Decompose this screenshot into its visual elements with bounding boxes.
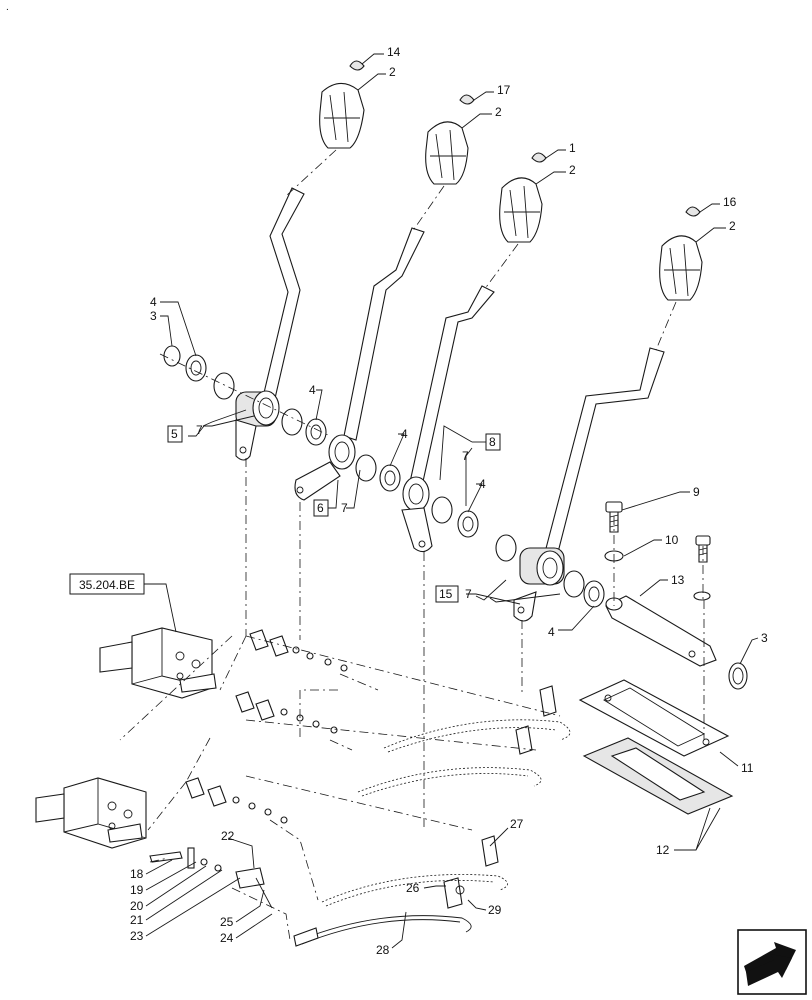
callout-labels: 14 2 17 2 1 2 16 2 4 3 4 4 4 4 3 5 7 6 7… — [130, 45, 768, 957]
callout-2b: 2 — [495, 105, 502, 119]
callout-4a: 4 — [150, 295, 157, 309]
callout-4d: 4 — [479, 477, 486, 491]
callout-12: 12 — [656, 843, 670, 857]
cap-14 — [349, 60, 365, 71]
callout-13: 13 — [671, 573, 685, 587]
fittings-upper — [235, 629, 348, 734]
reference-label: 35.204.BE — [79, 578, 135, 592]
washer-right — [693, 591, 711, 601]
lever-1 — [235, 187, 305, 461]
valve-block-lower — [35, 777, 147, 849]
centre-lines — [119, 149, 705, 941]
callout-25: 25 — [220, 915, 234, 929]
washer-group-lever-2 — [355, 454, 401, 492]
callout-29: 29 — [488, 903, 502, 917]
callout-4b: 4 — [309, 383, 316, 397]
navigation-arrow-icon[interactable] — [737, 929, 807, 995]
callout-2a: 2 — [389, 65, 396, 79]
callout-8: 8 — [489, 435, 496, 449]
callout-11: 11 — [741, 761, 754, 775]
snap-ring-3-right — [728, 662, 748, 690]
callout-5: 5 — [171, 427, 178, 441]
callout-7b: 7 — [341, 501, 348, 515]
callout-15: 15 — [439, 587, 453, 601]
boxed-callouts — [167, 425, 501, 603]
callout-14: 14 — [387, 45, 401, 59]
callout-27: 27 — [510, 817, 524, 831]
cables — [293, 719, 571, 947]
box-8 — [485, 433, 501, 451]
callout-9: 9 — [693, 485, 700, 499]
callout-10: 10 — [665, 533, 679, 547]
washer-group-lever-4 — [563, 570, 605, 608]
box-6 — [313, 499, 329, 517]
cap-1 — [531, 152, 547, 163]
lever-4 — [513, 347, 665, 622]
fittings-lower — [149, 777, 288, 909]
callout-21: 21 — [130, 913, 144, 927]
callout-20: 20 — [130, 899, 144, 913]
callout-7a: 7 — [196, 423, 203, 437]
callout-17: 17 — [497, 83, 511, 97]
callout-1: 1 — [569, 141, 576, 155]
knob-2 — [425, 121, 469, 185]
callout-7c: 7 — [462, 449, 469, 463]
box-15 — [435, 585, 459, 603]
corner-mark: . — [6, 2, 9, 13]
fittings-right — [443, 685, 557, 909]
callout-26: 26 — [406, 881, 420, 895]
cap-16 — [685, 206, 701, 217]
callout-23: 23 — [130, 929, 144, 943]
washer-group-lever-3 — [431, 496, 517, 562]
callout-6: 6 — [317, 501, 324, 515]
callout-3b: 3 — [761, 631, 768, 645]
callout-19: 19 — [130, 883, 144, 897]
callout-2c: 2 — [569, 163, 576, 177]
shaft-13 — [605, 595, 717, 667]
callout-22: 22 — [221, 829, 235, 843]
knob-3 — [499, 177, 543, 243]
leaders — [145, 53, 759, 949]
gasket-12 — [582, 737, 734, 815]
box-5 — [167, 425, 183, 443]
callout-3a: 3 — [150, 309, 157, 323]
valve-block-upper — [99, 627, 217, 699]
callout-4c: 4 — [401, 427, 408, 441]
callout-2d: 2 — [729, 219, 736, 233]
cap-17 — [459, 94, 475, 105]
callout-16: 16 — [723, 195, 737, 209]
callout-4e: 4 — [548, 625, 555, 639]
callout-7d: 7 — [465, 587, 472, 601]
knob-4 — [659, 235, 703, 301]
lever-3 — [401, 285, 495, 553]
reference-leader — [144, 583, 177, 633]
callout-28: 28 — [376, 943, 390, 957]
callout-24: 24 — [220, 931, 234, 945]
callout-18: 18 — [130, 867, 144, 881]
knob-1 — [319, 82, 365, 149]
gasket-11 — [578, 679, 730, 757]
lever-2 — [294, 227, 425, 501]
